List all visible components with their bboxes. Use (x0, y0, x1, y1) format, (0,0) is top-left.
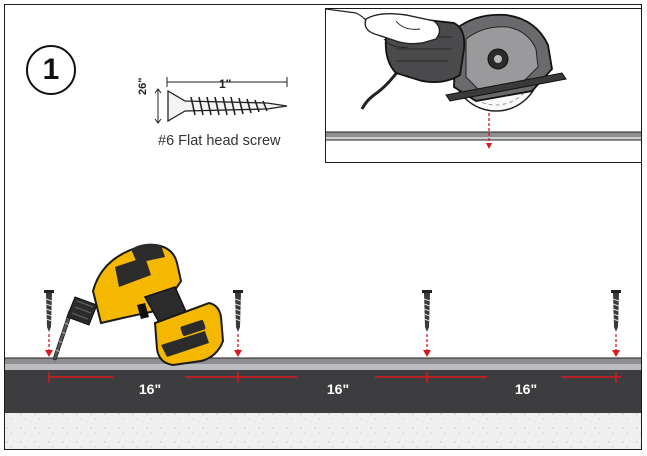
circular-saw-icon (326, 9, 641, 149)
cutting-inset-panel (325, 8, 641, 163)
step-number-badge: 1 (26, 45, 76, 95)
cordless-drill-icon (52, 243, 225, 367)
scene-graphics (5, 77, 641, 449)
screw-marker-1 (44, 290, 54, 357)
screw-diameter-label: 26" (137, 77, 149, 95)
spacing-dimension-line (48, 372, 621, 383)
spacing-label-2: 16" (326, 381, 350, 397)
screw-marker-2 (233, 290, 243, 357)
screw-marker-3 (422, 290, 432, 357)
screw-caption: #6 Flat head screw (158, 133, 281, 149)
instruction-panel: 1 1" 26" #6 Flat head screw 16" 16" 16" (4, 4, 642, 450)
screw-marker-4 (611, 290, 621, 357)
spacing-label-3: 16" (514, 381, 538, 397)
screw-icon (154, 77, 288, 124)
concrete-floor (5, 413, 641, 449)
floor-track (5, 357, 641, 413)
screw-length-label: 1" (219, 77, 232, 91)
spacing-label-1: 16" (138, 381, 162, 397)
